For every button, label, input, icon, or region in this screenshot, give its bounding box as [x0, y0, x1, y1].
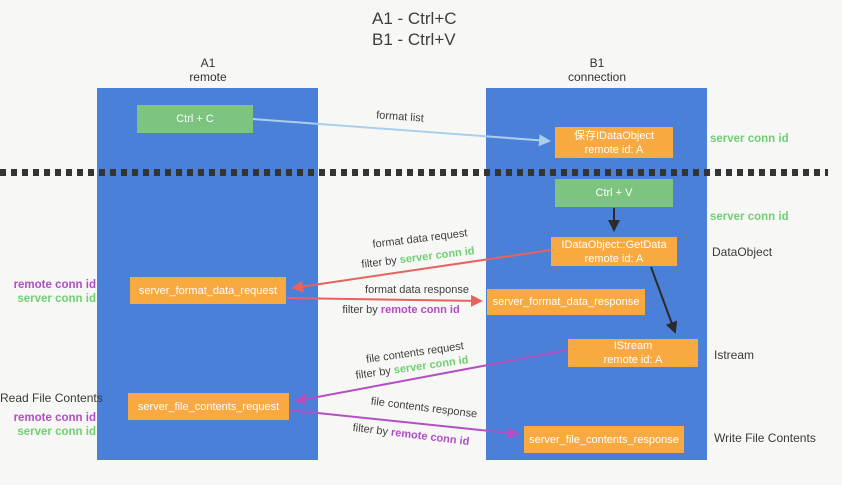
column-b1-name: B1 [589, 56, 605, 70]
label-filter-by-remote-2: filter by remote conn id [352, 422, 470, 448]
column-header-b1: B1 connection [537, 56, 657, 84]
node-istream-line1: IStream [613, 340, 653, 352]
node-save-dataobject-line2: remote id: A [584, 143, 644, 156]
filter-by-text: filter by [352, 421, 389, 439]
server-conn-id-text: server conn id [399, 245, 476, 267]
node-idataobject-getdata: IDataObject::GetData remote id: A [551, 237, 677, 266]
node-format-response-label: server_format_data_response [492, 296, 640, 308]
filter-by-text: filter by [342, 304, 378, 316]
node-format-request-label: server_format_data_request [138, 284, 278, 297]
label-file-contents-response: file contents response [370, 395, 478, 421]
node-server-format-data-response: server_format_data_response [487, 289, 645, 315]
node-ctrl-c: Ctrl + C [137, 105, 253, 133]
column-a1-name: A1 [200, 56, 216, 70]
column-header-a1: A1 remote [148, 56, 268, 84]
left-label-group-format: remote conn id server conn id [0, 278, 96, 306]
node-save-dataobject: 保存IDataObject remote id: A [555, 127, 673, 158]
left-remote-conn-id-2: remote conn id [13, 412, 96, 424]
label-filter-by-remote-1: filter by remote conn id [342, 304, 459, 316]
column-b1-role: connection [567, 70, 627, 84]
label-format-data-response: format data response [365, 284, 469, 296]
title-line-2: B1 - Ctrl+V [372, 30, 456, 49]
node-istream: IStream remote id: A [568, 339, 698, 367]
side-label-server-conn-id-mid: server conn id [710, 211, 789, 223]
side-label-dataobject: DataObject [712, 245, 773, 259]
left-remote-conn-id-1: remote conn id [13, 279, 96, 291]
left-server-conn-id-2: server conn id [17, 426, 96, 438]
node-ctrl-v: Ctrl + V [555, 179, 673, 207]
title-line-1: A1 - Ctrl+C [372, 9, 457, 28]
node-getdata-line1: IDataObject::GetData [561, 238, 667, 251]
node-ctrl-v-label: Ctrl + V [595, 187, 633, 199]
side-label-write-file-contents: Write File Contents [714, 431, 816, 445]
left-server-conn-id-1: server conn id [17, 293, 96, 305]
node-server-format-data-request: server_format_data_request [130, 277, 286, 304]
node-save-dataobject-line1: 保存IDataObject [573, 129, 655, 142]
remote-conn-id-text: remote conn id [380, 304, 460, 316]
filter-by-text: filter by [360, 254, 398, 271]
left-label-group-file: Read File Contents remote conn id server… [0, 391, 103, 439]
diagram-title: A1 - Ctrl+C B1 - Ctrl+V [372, 8, 457, 50]
node-ctrl-c-label: Ctrl + C [176, 113, 214, 125]
filter-by-text: filter by [354, 365, 392, 382]
remote-conn-id-text: remote conn id [390, 426, 470, 449]
node-server-file-contents-request: server_file_contents_request [128, 393, 289, 420]
side-label-istream: Istream [714, 348, 755, 362]
column-a1-role: remote [189, 70, 227, 84]
node-getdata-line2: remote id: A [584, 252, 644, 265]
left-read-file-contents: Read File Contents [0, 391, 103, 405]
node-server-file-contents-response: server_file_contents_response [524, 426, 684, 453]
node-istream-line2: remote id: A [603, 354, 663, 366]
node-file-response-label: server_file_contents_response [529, 433, 679, 446]
side-label-server-conn-id-top: server conn id [710, 133, 789, 145]
node-file-request-label: server_file_contents_request [137, 400, 280, 413]
dotted-separator-line [0, 169, 828, 176]
label-format-list: format list [375, 109, 425, 125]
